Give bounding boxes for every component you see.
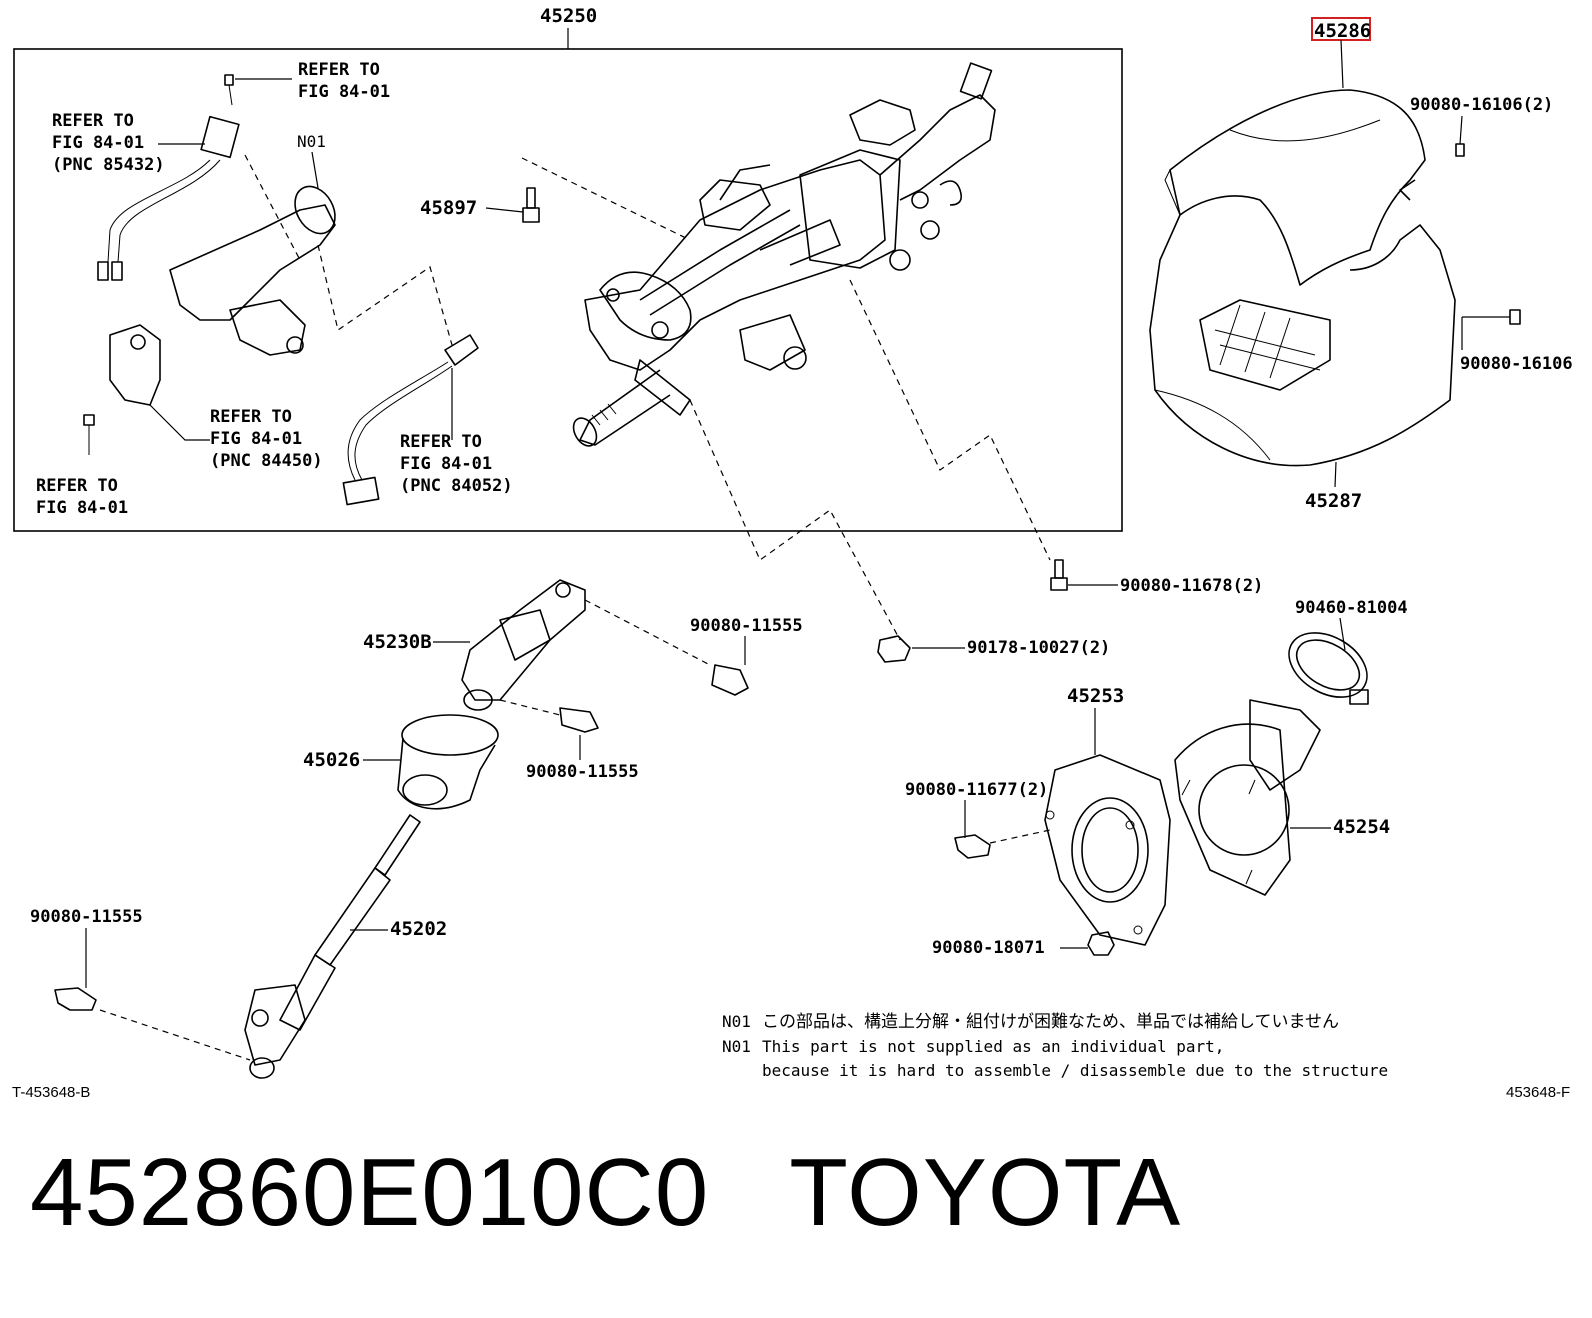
assembly-45250-frame [13,48,1123,532]
callout-90080-11678-2: 90080-11678(2) [1120,576,1263,596]
callout-45026: 45026 [303,749,360,771]
note-english-2: because it is hard to assemble / disasse… [762,1061,1388,1080]
harness-84052-drawing [342,334,479,506]
callout-45287-leader [1334,461,1337,488]
callout-45286: 45286 [1314,20,1371,42]
screw-16106-2-drawing [1455,143,1465,157]
reference-note-4: REFER TO FIG 84-01 (PNC 84052) [400,368,513,496]
callout-45897-leader [485,207,524,213]
callout-90080-16106-2: 90080-16106(2) [1410,95,1553,115]
reference-note-3: REFER TO FIG 84-01 (PNC 84450) [149,404,323,471]
svg-text:FIG 84-01: FIG 84-01 [36,498,128,518]
svg-text:FIG 84-01: FIG 84-01 [298,82,390,102]
note-tag-2: N01 [722,1037,751,1056]
callout-16106-2-leader [1459,115,1463,145]
callout-90080-16106: 90080-16106 [1460,354,1573,374]
callout-90460-81004: 90460-81004 [1295,598,1408,618]
column-cover-45287-drawing [1149,214,1456,467]
callout-81004-leader [1339,617,1346,651]
ignition-switch-drawing [83,74,336,455]
svg-text:(PNC 84450): (PNC 84450) [210,451,323,471]
callout-45897: 45897 [420,197,477,219]
footer-title: 452860E010C0 TOYOTA [30,1138,1181,1248]
callout-90080-18071: 90080-18071 [932,938,1045,958]
svg-text:FIG 84-01: FIG 84-01 [400,454,492,474]
reference-note-2: REFER TO FIG 84-01 (PNC 85432) [52,111,205,175]
callout-90080-11555-a: 90080-11555 [690,616,803,636]
bolt-11678-2-drawing [1050,559,1068,591]
dashed-leader [849,279,1051,561]
callout-45287: 45287 [1305,490,1362,512]
dashed-leader [317,244,453,346]
dashed-leader [584,599,711,666]
callout-90080-11677-2: 90080-11677(2) [905,780,1048,800]
callout-90080-11555-b: 90080-11555 [526,762,639,782]
dashed-leader [499,699,561,716]
illustration-code-right: 453648-F [1506,1084,1570,1100]
dashed-leader [689,399,901,641]
svg-text:REFER TO: REFER TO [36,476,118,496]
screw-16106-drawing [1509,309,1521,325]
callout-45202: 45202 [390,918,447,940]
callout-45230b: 45230B [363,631,432,653]
illustration-code-left: T-453648-B [12,1084,90,1100]
part-number: 452860E010C0 [30,1139,710,1246]
callout-90080-11555-c: 90080-11555 [30,907,143,927]
dashed-leader [521,157,691,241]
plate-45253-drawing [1044,754,1171,946]
bolt-11555-b-drawing [559,707,599,733]
brand-name: TOYOTA [789,1139,1182,1246]
steering-column-drawing [572,62,996,447]
svg-text:FIG 84-01: FIG 84-01 [52,133,144,153]
svg-text:(PNC 84052): (PNC 84052) [400,476,513,496]
svg-text:REFER TO: REFER TO [298,60,380,80]
callout-n01-leader [311,151,319,189]
callout-45254: 45254 [1333,816,1390,838]
bolt-11677-2-drawing [954,834,991,859]
column-cover-45286-drawing [1164,89,1426,286]
clamp-81004-drawing [1288,632,1369,705]
bolt-45897-drawing [522,187,540,223]
bolt-11555-c-drawing [54,987,97,1011]
nut-10027-2-drawing [877,635,911,663]
svg-text:FIG 84-01: FIG 84-01 [210,429,302,449]
callout-16106-leader [1461,316,1510,350]
svg-text:REFER TO: REFER TO [210,407,292,427]
note-english-1: This part is not supplied as an individu… [762,1037,1224,1056]
callout-45286-leader [1340,39,1344,89]
dashed-leader [99,1009,251,1061]
boot-45026-drawing [397,714,499,810]
svg-text:REFER TO: REFER TO [400,432,482,452]
intermediate-shaft-45230b-drawing [461,579,586,711]
callout-45250: 45250 [540,5,597,27]
bolt-11555-a-drawing [711,664,749,696]
svg-text:REFER TO: REFER TO [52,111,134,131]
nut-18071-drawing [1087,931,1115,956]
callout-90178-10027-2: 90178-10027(2) [967,638,1110,658]
parts-diagram: 45250 [12,5,1573,1100]
svg-text:(PNC 85432): (PNC 85432) [52,155,165,175]
callout-45253: 45253 [1067,685,1124,707]
dashed-leader [989,829,1051,844]
shaft-45202-drawing [244,814,421,1079]
reference-note-5: REFER TO FIG 84-01 [36,476,128,518]
note-japanese: この部品は、構造上分解・組付けが困難なため、単品では補給していません [762,1012,1339,1032]
callout-n01: N01 [297,132,326,151]
reference-note-1: REFER TO FIG 84-01 [235,60,390,102]
cover-45254-drawing [1174,699,1321,896]
note-tag-1: N01 [722,1012,751,1031]
dashed-leader [244,154,301,261]
